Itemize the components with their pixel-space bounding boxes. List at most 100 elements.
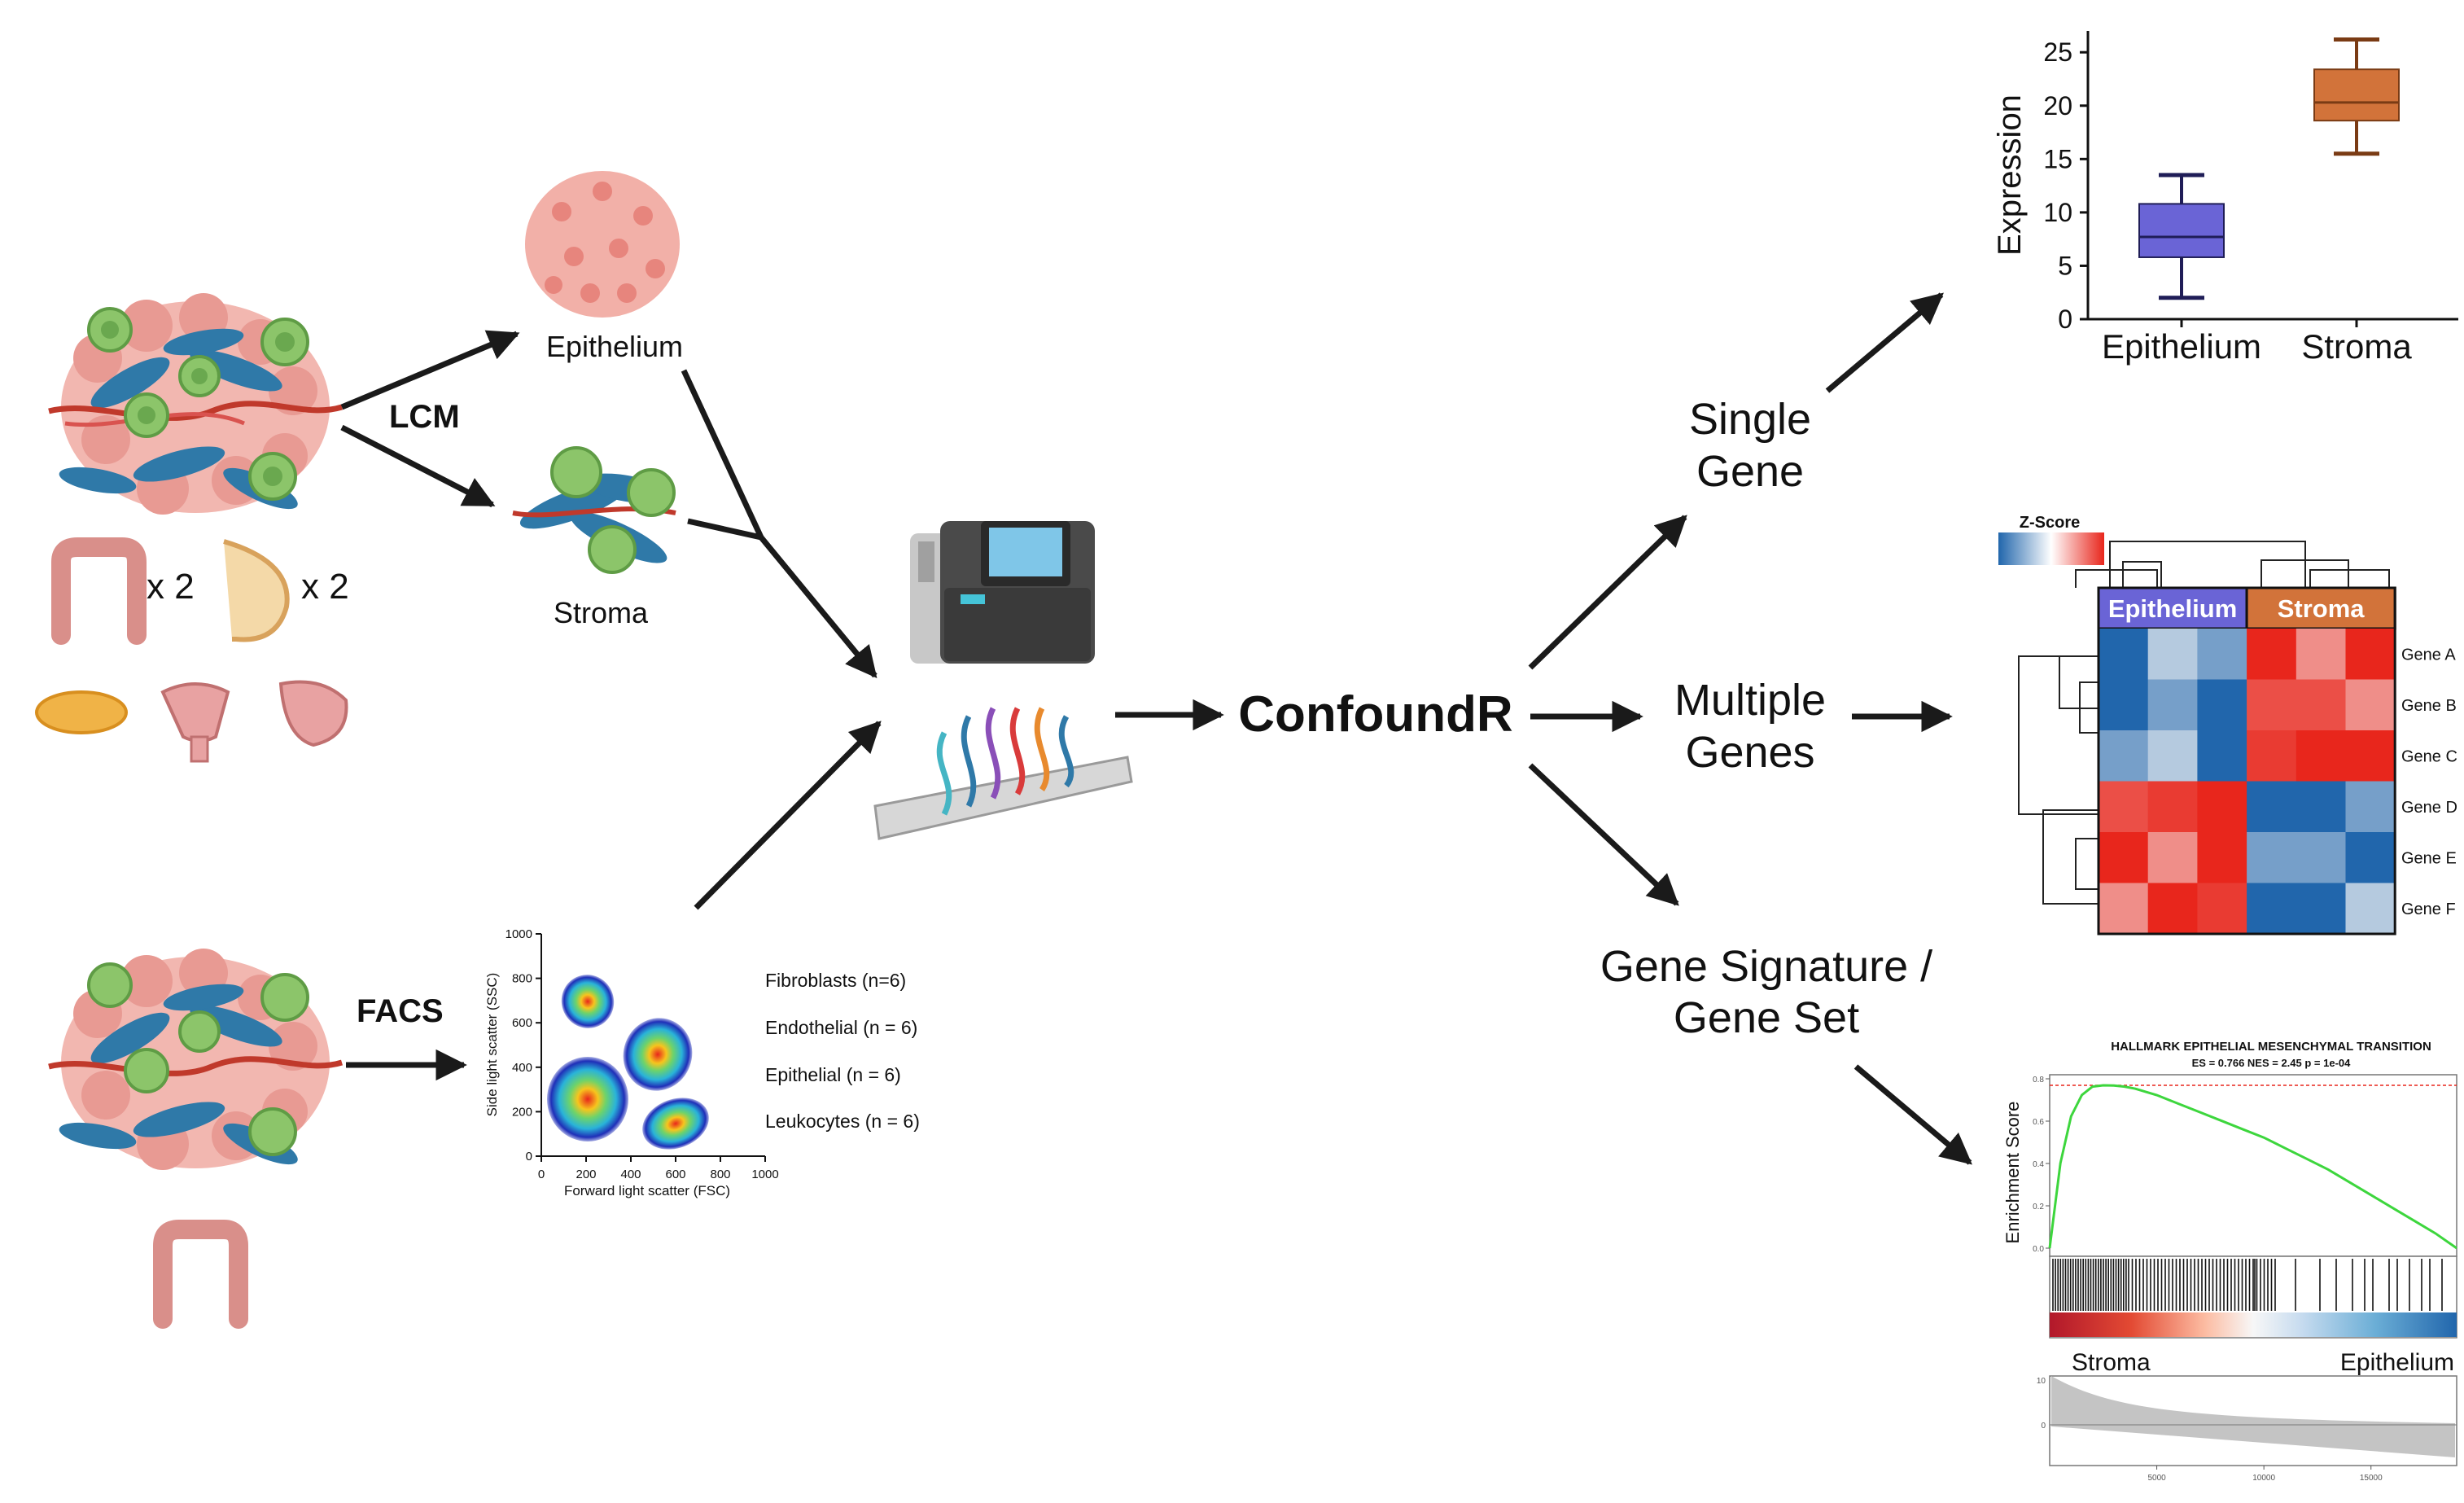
gsea-rank-tick-label: 0 — [2041, 1422, 2046, 1431]
facs-label: FACS — [357, 993, 444, 1029]
facs-population-fibroblasts — [561, 975, 615, 1028]
heatmap-cell — [2197, 629, 2247, 680]
gsea-x-tick-label: 5000 — [2147, 1474, 2166, 1483]
heatmap-cell — [2345, 629, 2396, 680]
facs-population-endothelial — [623, 1018, 693, 1091]
organ-icons: x 2 x 2 — [35, 537, 349, 763]
heatmap-cell — [2247, 781, 2297, 833]
multiple-genes-label-line2: Genes — [1685, 728, 1814, 777]
gsea-rank-panel — [2049, 1375, 2457, 1466]
heatmap-cell — [2296, 679, 2346, 731]
gsea-es-tick-label: 0.2 — [2033, 1203, 2044, 1212]
boxplot-y-tick-label: 0 — [2058, 305, 2072, 334]
facs-x-tick-label: 1000 — [751, 1168, 778, 1181]
sequencing-slide-illustration — [873, 707, 1133, 840]
heatmap-cell — [2197, 781, 2247, 833]
heatmap-group-label: Epithelium — [2108, 594, 2237, 623]
heatmap-gene-label: Gene C — [2401, 747, 2457, 765]
heatmap-gene-label: Gene F — [2401, 900, 2456, 918]
gsea-es-panel — [2049, 1074, 2457, 1257]
uterus-icon — [160, 682, 230, 763]
boxplot-box-stroma — [2313, 37, 2400, 156]
heatmap-cell — [2099, 629, 2149, 680]
heatmap-cell — [2247, 730, 2297, 782]
facs-population-epithelial — [547, 1057, 628, 1141]
facs-population-leukocytes — [642, 1098, 709, 1150]
heatmap-gene-label: Gene E — [2401, 849, 2457, 867]
heatmap-border — [2097, 586, 2396, 936]
gsea-left-label: Stroma — [2072, 1349, 2151, 1376]
breast-icon — [223, 539, 290, 642]
facs-x-tick-label: 0 — [538, 1168, 545, 1181]
heatmap-cell — [2099, 883, 2149, 935]
arrow-merge-to-sequencer — [759, 535, 877, 678]
heatmap-cell — [2197, 832, 2247, 883]
facs-x-tick-label: 200 — [576, 1168, 596, 1181]
gsea-es-tick-label: 0.8 — [2033, 1076, 2044, 1085]
facs-y-tick-label: 0 — [526, 1150, 532, 1163]
facs-y-tick-label: 200 — [512, 1105, 532, 1119]
heatmap-cell — [2147, 629, 2198, 680]
heatmap-cell — [2345, 730, 2396, 782]
bladder-icon — [278, 680, 348, 747]
gsea-stats: ES = 0.766 NES = 2.45 p = 1e-04 — [2192, 1057, 2352, 1069]
boxplot-y-tick-label: 15 — [2043, 144, 2072, 173]
line-stroma-merge — [687, 518, 762, 541]
heatmap-cell — [2099, 730, 2149, 782]
facs-y-tick-label: 600 — [512, 1016, 532, 1030]
pancreas-icon — [35, 690, 128, 734]
heatmap-group-label: Stroma — [2278, 594, 2366, 623]
heatmap-cell — [2296, 730, 2346, 782]
tissue-illustration-facs — [48, 949, 344, 1170]
arrow-single-gene-to-boxplot — [1825, 292, 1944, 393]
heatmap-cell — [2345, 883, 2396, 935]
facs-y-tick-label: 400 — [512, 1061, 532, 1075]
gsea-x-tick-label: 15000 — [2360, 1474, 2383, 1483]
tool-name: ConfoundR — [1238, 686, 1512, 743]
facs-y-tick-label: 1000 — [505, 927, 532, 941]
single-gene-label-line1: Single — [1689, 395, 1811, 444]
gsea-es-tick-label: 0.4 — [2033, 1160, 2044, 1169]
breast-count: x 2 — [301, 567, 349, 607]
boxplot-y-tick-label: 20 — [2043, 91, 2072, 121]
heatmap-cell — [2197, 679, 2247, 731]
gsea-es-tick-label: 0.6 — [2033, 1118, 2044, 1127]
gsea-rank-tick-label: 10 — [2037, 1377, 2046, 1386]
facs-y-tick-label: 800 — [512, 972, 532, 986]
heatmap-gene-label: Gene B — [2401, 697, 2457, 715]
heatmap-cell — [2099, 781, 2149, 833]
gsea-x-tick-label: 10000 — [2252, 1474, 2275, 1483]
facs-legend-leukocytes: Leukocytes (n = 6) — [765, 1111, 920, 1132]
heatmap-cell — [2147, 730, 2198, 782]
heatmap-cell — [2147, 781, 2198, 833]
epithelium-label: Epithelium — [546, 330, 683, 363]
heatmap-cell — [2345, 679, 2396, 731]
boxplot-x-tick-label: Stroma — [2301, 327, 2412, 366]
boxplot-x-tick-label: Epithelium — [2102, 327, 2261, 366]
heatmap-cell — [2296, 629, 2346, 680]
heatmap-cell — [2296, 883, 2346, 935]
heatmap-cell — [2296, 832, 2346, 883]
colon-icon — [51, 537, 147, 645]
gene-set-label-line2: Gene Set — [1674, 993, 1859, 1042]
facs-legend-fibroblasts: Fibroblasts (n=6) — [765, 970, 906, 991]
gsea-right-label: Epithelium — [2340, 1349, 2454, 1376]
gsea-y-label: Enrichment Score — [2002, 1102, 2023, 1244]
facs-legend-epithelial: Epithelial (n = 6) — [765, 1064, 901, 1085]
arrow-lcm-to-stroma — [340, 424, 496, 508]
heatmap-cell — [2345, 781, 2396, 833]
heatmap-cell — [2247, 679, 2297, 731]
zscore-legend-bar — [1998, 532, 2104, 565]
stroma-label: Stroma — [554, 596, 649, 629]
boxplot-y-tick-label: 25 — [2043, 37, 2072, 67]
facs-x-tick-label: 400 — [620, 1168, 641, 1181]
gsea-enrichment-plot: HALLMARK EPITHELIAL MESENCHYMAL TRANSITI… — [2002, 1040, 2457, 1483]
gene-set-label-line1: Gene Signature / — [1600, 942, 1932, 991]
colon-icon-facs — [153, 1220, 248, 1329]
lcm-label: LCM — [389, 399, 460, 435]
gsea-es-tick-label: 0.0 — [2033, 1245, 2044, 1254]
gsea-rank-colorbar — [2050, 1312, 2457, 1337]
